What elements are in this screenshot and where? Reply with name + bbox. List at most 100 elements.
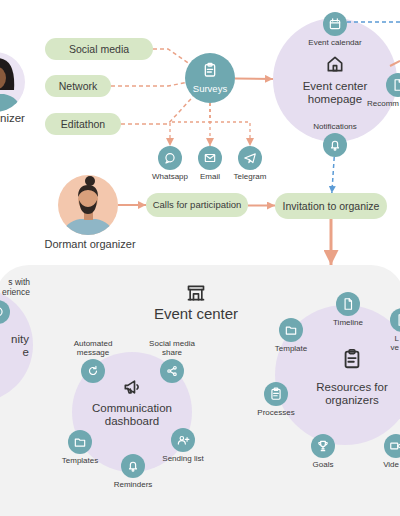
persona-avatar: nizer xyxy=(0,52,25,112)
node-label: Sending list xyxy=(155,454,211,463)
feature-icon-node: Timeline xyxy=(336,292,360,316)
share-icon xyxy=(168,367,176,376)
dashed-connector xyxy=(153,49,189,64)
node-shape xyxy=(58,175,118,235)
node-label: Invitation to organize xyxy=(283,200,380,212)
source-pill: Editathon xyxy=(45,113,121,135)
document-icon xyxy=(395,80,400,91)
node-label: Reminders xyxy=(108,480,158,489)
feature-icon-node: Templates xyxy=(68,430,92,454)
calendar-icon xyxy=(330,19,339,29)
hub-circle: Surveys xyxy=(185,53,235,103)
feature-cluster: Resources for organizersTimelineTemplate… xyxy=(275,305,400,445)
feature-icon-node: Email xyxy=(198,146,222,170)
source-pill: Network xyxy=(45,75,111,97)
mail-icon xyxy=(205,155,214,162)
node-circle xyxy=(323,12,347,36)
bell-icon xyxy=(332,141,339,150)
beard-shape xyxy=(79,200,97,214)
node-circle xyxy=(121,454,145,478)
node-label: Event center xyxy=(131,305,261,322)
node-label: Dormant organizer xyxy=(35,238,145,251)
node-label: s with erience xyxy=(0,278,30,298)
dashed-connector xyxy=(170,103,210,146)
node-circle xyxy=(198,146,222,170)
feature-icon-node: Telegram xyxy=(238,146,262,170)
node-shape xyxy=(171,428,195,452)
clipboard-icon xyxy=(205,63,214,76)
node-circle xyxy=(311,434,335,458)
bell-icon xyxy=(130,462,137,471)
node-circle xyxy=(264,382,288,406)
flow-arrow xyxy=(248,204,275,206)
node-shape xyxy=(198,146,222,170)
building-icon xyxy=(189,286,204,299)
node-circle xyxy=(0,300,10,324)
node-shape xyxy=(160,359,184,383)
node-label: Processes xyxy=(251,408,301,417)
node-label: Templates xyxy=(55,456,105,465)
node-circle xyxy=(185,53,235,103)
node-label: Communication dashboard xyxy=(82,402,182,428)
flow-arrow xyxy=(235,77,273,80)
shirt-shape xyxy=(0,94,22,114)
feature-cluster: Communication dashboardAutomated message… xyxy=(72,352,192,472)
node-label: Automated message xyxy=(63,339,123,357)
dashed-connector xyxy=(209,103,210,146)
send-icon xyxy=(245,154,256,163)
node-label: Event calendar xyxy=(300,38,370,47)
face-shape xyxy=(0,67,6,89)
organizer-illustration xyxy=(0,58,22,114)
feature-icon-node: Notifications xyxy=(323,133,347,157)
node-shape xyxy=(238,146,262,170)
node-shape xyxy=(279,318,303,342)
document-icon xyxy=(399,315,400,326)
node-circle xyxy=(323,133,347,157)
node-circle xyxy=(238,146,262,170)
dashed-connector xyxy=(111,83,185,86)
folder-icon xyxy=(75,439,84,446)
add-user-icon xyxy=(178,437,189,445)
hair-shape xyxy=(0,58,14,90)
feature-icon-node: Processes xyxy=(264,382,288,406)
hair-shape xyxy=(78,185,98,197)
node-circle xyxy=(171,428,195,452)
node-shape xyxy=(384,434,400,458)
node-label: Social media xyxy=(69,43,129,55)
node-shape xyxy=(185,53,235,103)
step-pill: Calls for participation xyxy=(146,193,248,217)
node-label: nity e xyxy=(5,333,29,359)
node-shape xyxy=(323,133,347,157)
node-label: Recomm xyxy=(359,99,399,108)
node-shape xyxy=(264,382,288,406)
step-pill: Invitation to organize xyxy=(275,193,387,219)
feature-icon-node: L ve xyxy=(390,308,400,332)
node-label: Calls for participation xyxy=(153,200,242,211)
refresh-icon xyxy=(90,366,97,374)
face-shape xyxy=(78,187,98,211)
organizer-illustration xyxy=(60,176,116,240)
node-label: Network xyxy=(59,80,98,92)
node-circle xyxy=(160,359,184,383)
shirt-shape xyxy=(60,219,116,240)
node-shape xyxy=(386,73,400,97)
node-label: Social media share xyxy=(142,339,202,357)
flow-line-stub xyxy=(390,61,400,66)
neck-shape xyxy=(84,209,93,220)
node-shape xyxy=(311,434,335,458)
flow-arrow xyxy=(330,219,333,265)
feature-icon-node: Reminders xyxy=(121,454,145,478)
trophy-icon xyxy=(319,441,327,450)
document-icon xyxy=(345,299,351,310)
node-shape xyxy=(121,454,145,478)
node-shape xyxy=(81,359,105,383)
node-label: Timeline xyxy=(323,318,373,327)
node-circle xyxy=(68,430,92,454)
node-label: Editathon xyxy=(61,118,105,130)
node-shape xyxy=(336,292,360,316)
node-circle xyxy=(0,52,25,112)
megaphone-icon xyxy=(125,381,138,393)
node-circle xyxy=(384,434,400,458)
node-circle xyxy=(81,359,105,383)
dashed-connector xyxy=(332,157,334,193)
